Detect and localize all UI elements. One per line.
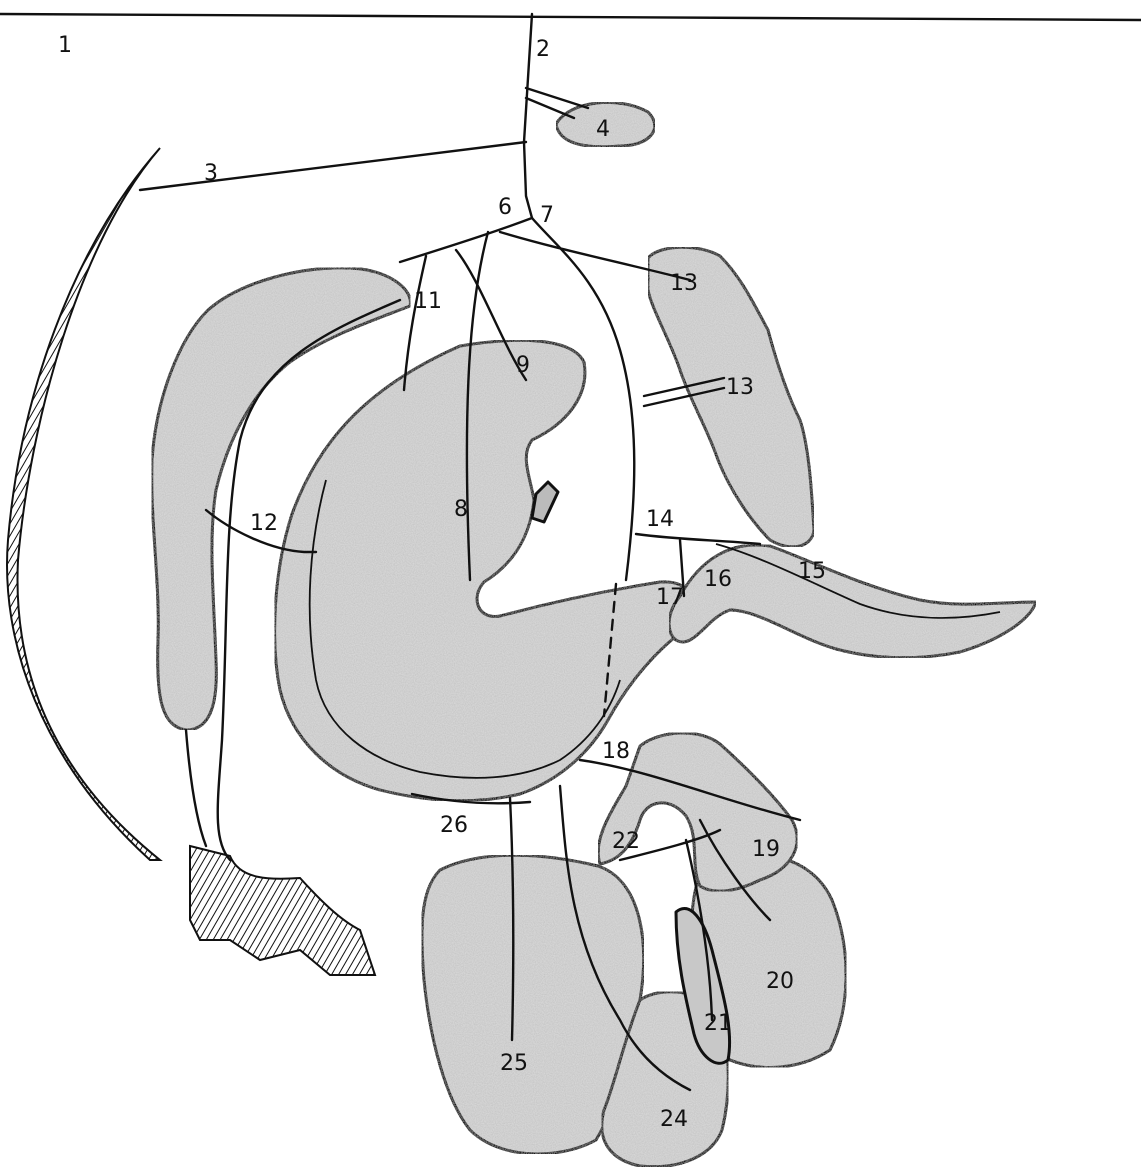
label-14: 14: [646, 507, 674, 532]
line-6-branch-left: [400, 218, 532, 262]
label-16: 16: [704, 567, 732, 592]
top-border-line: [0, 14, 1141, 20]
label-24: 24: [660, 1107, 688, 1132]
label-6: 6: [498, 195, 512, 220]
label-22: 22: [612, 829, 640, 854]
label-20: 20: [766, 969, 794, 994]
label-17: 17: [656, 585, 684, 610]
label-11: 11: [414, 289, 442, 314]
small-stub: [532, 482, 558, 522]
label-2: 2: [536, 37, 550, 62]
bottom-hatched-ground: [190, 846, 375, 975]
label-9: 9: [516, 353, 530, 378]
label-4: 4: [596, 117, 610, 142]
label-13-mid: 13: [726, 375, 754, 400]
label-25: 25: [500, 1051, 528, 1076]
line-trunk: [524, 14, 532, 218]
label-19: 19: [752, 837, 780, 862]
label-18: 18: [602, 739, 630, 764]
label-15: 15: [798, 559, 826, 584]
label-3: 3: [204, 161, 218, 186]
line-3: [140, 142, 526, 190]
line-14: [636, 534, 760, 544]
line-left-organ-tail: [186, 730, 206, 846]
left-wall: [7, 148, 160, 860]
line-to-4-a: [526, 88, 588, 108]
label-1: 1: [58, 33, 72, 58]
label-21: 21: [704, 1011, 732, 1036]
label-12: 12: [250, 511, 278, 536]
label-26: 26: [440, 813, 468, 838]
label-8: 8: [454, 497, 468, 522]
label-7: 7: [540, 203, 554, 228]
label-13-top: 13: [670, 271, 698, 296]
